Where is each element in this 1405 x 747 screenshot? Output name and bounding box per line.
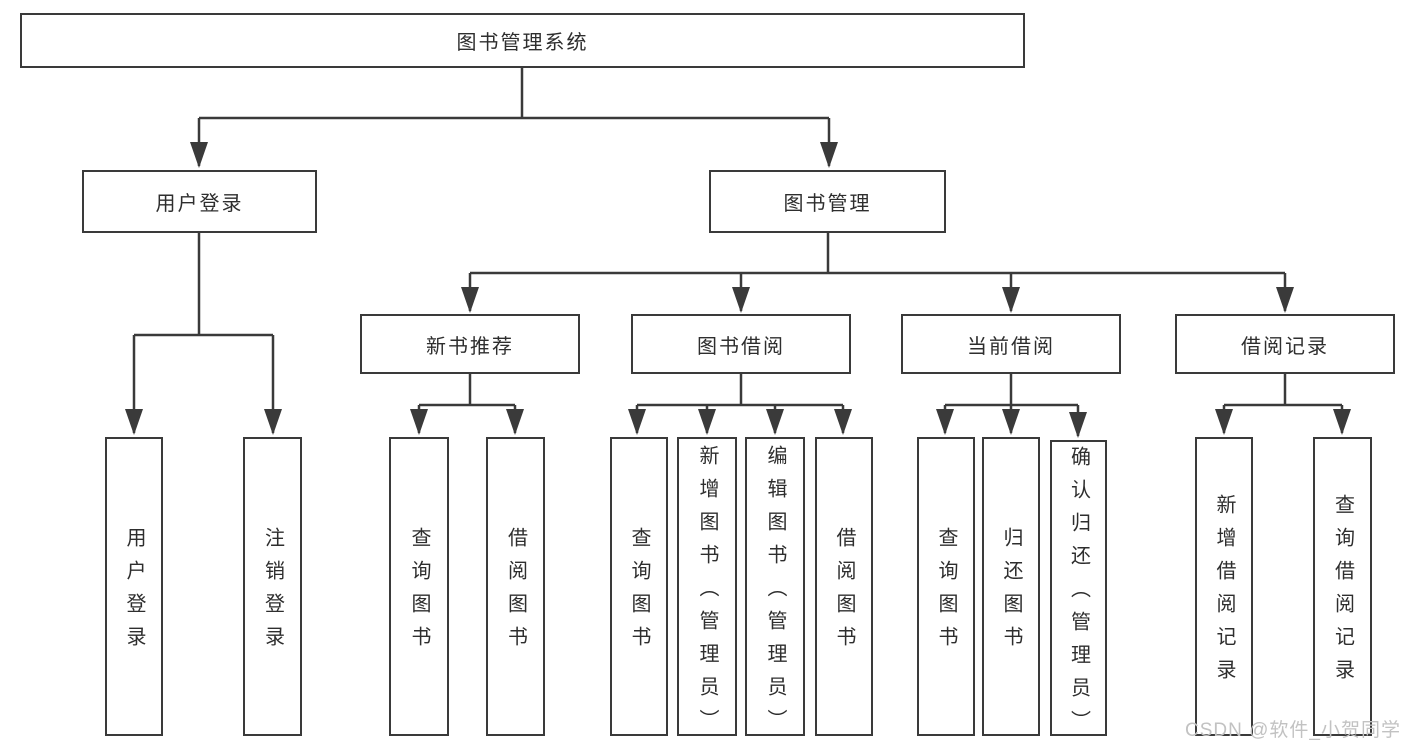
node-label: 借阅图书: [833, 527, 855, 659]
node-label: 借阅图书: [504, 527, 527, 659]
node-query-borrow-record: 查询借阅记录: [1313, 437, 1372, 736]
node-user-login: 用户登录: [82, 170, 317, 233]
node-label: 归还图书: [1000, 527, 1022, 659]
node-label: 用户登录: [123, 527, 145, 659]
node-book-management: 图书管理: [709, 170, 946, 233]
connector-stems: [197, 68, 1287, 405]
node-query-books-current: 查询图书: [917, 437, 975, 736]
node-add-books-admin: 新增图书（管理员）: [677, 437, 737, 736]
node-new-book-recommend: 新书推荐: [360, 314, 580, 374]
node-label: 查询图书: [628, 527, 650, 659]
node-edit-books-admin: 编辑图书（管理员）: [745, 437, 805, 736]
node-add-borrow-record: 新增借阅记录: [1195, 437, 1253, 736]
node-book-borrow: 图书借阅: [631, 314, 851, 374]
node-user-login-action: 用户登录: [105, 437, 163, 736]
node-borrow-books-action: 借阅图书: [815, 437, 873, 736]
node-label: 编辑图书（管理员）: [764, 444, 786, 736]
connector-arrows: [125, 118, 1351, 438]
node-query-books-borrow: 查询图书: [610, 437, 668, 736]
node-borrow-records: 借阅记录: [1175, 314, 1395, 374]
node-label: 查询借阅记录: [1331, 494, 1354, 692]
node-label: 注销登录: [261, 527, 284, 659]
node-label: 确认归还（管理员）: [1067, 446, 1090, 736]
node-confirm-return-admin: 确认归还（管理员）: [1050, 440, 1107, 736]
node-library-system: 图书管理系统: [20, 13, 1025, 68]
node-logout-action: 注销登录: [243, 437, 302, 736]
node-label: 查询图书: [935, 527, 957, 659]
node-query-books-recommend: 查询图书: [389, 437, 449, 736]
node-label: 新增借阅记录: [1213, 494, 1235, 692]
node-label: 查询图书: [408, 527, 430, 659]
node-current-borrow: 当前借阅: [901, 314, 1121, 374]
node-return-books: 归还图书: [982, 437, 1040, 736]
node-label: 新增图书（管理员）: [696, 444, 718, 736]
node-borrow-books-recommend: 借阅图书: [486, 437, 545, 736]
